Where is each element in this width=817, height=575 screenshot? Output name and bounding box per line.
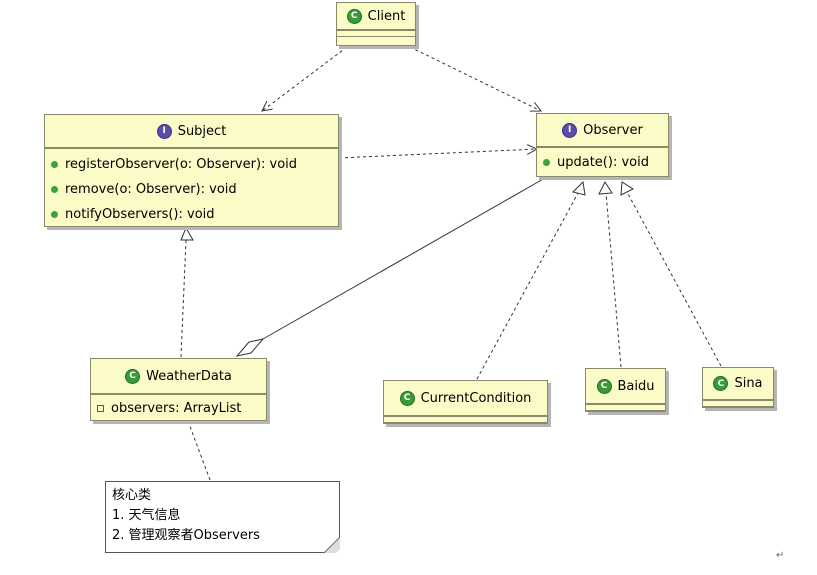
dependency-client-subject	[262, 46, 348, 111]
method-row[interactable]: remove(o: Observer): void	[45, 177, 338, 202]
interface-icon: I	[156, 123, 172, 139]
interface-icon: I	[562, 122, 578, 138]
realization-triangle-currentcondition	[572, 180, 586, 196]
interface-subject[interactable]: I Subject registerObserver(o: Observer):…	[44, 114, 339, 227]
class-baidu[interactable]: C Baidu	[585, 368, 666, 412]
class-name: Sina	[734, 376, 763, 391]
class-name: Client	[367, 8, 406, 24]
private-field-icon	[97, 404, 104, 412]
public-method-icon	[543, 158, 550, 166]
realization-weatherdata-subject	[180, 239, 187, 358]
method-row[interactable]: update(): void	[537, 148, 668, 176]
method-signature: remove(o: Observer): void	[65, 182, 237, 197]
note-line: 2. 管理观察者Observers	[112, 528, 260, 543]
interface-name: Observer	[583, 122, 643, 138]
class-icon: C	[346, 8, 362, 24]
class-icon: C	[125, 368, 141, 384]
public-method-icon	[51, 186, 58, 193]
method-signature: update(): void	[557, 154, 649, 170]
method-signature: notifyObservers(): void	[65, 207, 215, 222]
note[interactable]: 核心类 1. 天气信息 2. 管理观察者Observers	[105, 481, 340, 553]
dependency-subject-observer	[338, 149, 537, 159]
realization-sina-observer	[626, 191, 722, 367]
method-signature: registerObserver(o: Observer): void	[65, 157, 298, 172]
class-name: Baidu	[617, 378, 655, 394]
note-link	[187, 420, 211, 481]
public-method-icon	[51, 161, 58, 168]
class-currentcondition[interactable]: C CurrentCondition	[383, 380, 548, 424]
note-fold-corner	[324, 537, 341, 554]
class-name: CurrentCondition	[420, 390, 532, 406]
interface-observer[interactable]: I Observer update(): void	[536, 113, 669, 177]
return-mark: ↵	[776, 550, 785, 561]
class-name: WeatherData	[146, 368, 232, 384]
dependency-client-observer	[409, 46, 541, 111]
field-signature: observers: ArrayList	[111, 400, 242, 416]
realization-currentcondition-observer	[476, 192, 579, 380]
realization-baidu-observer	[605, 192, 622, 368]
method-row[interactable]: notifyObservers(): void	[45, 202, 338, 227]
realization-triangle-subject	[180, 226, 194, 241]
class-icon: C	[596, 378, 612, 394]
note-line: 核心类	[112, 488, 152, 503]
class-weatherdata[interactable]: C WeatherData observers: ArrayList	[90, 358, 267, 421]
aggregation-weatherdata-observer	[262, 177, 546, 340]
class-icon: C	[713, 376, 729, 391]
field-row[interactable]: observers: ArrayList	[91, 395, 266, 421]
interface-name: Subject	[177, 123, 227, 139]
realization-triangle-baidu	[598, 180, 613, 195]
note-line: 1. 天气信息	[112, 508, 181, 523]
realization-triangle-sina	[620, 181, 635, 196]
class-client[interactable]: C Client	[336, 2, 416, 46]
class-sina[interactable]: C Sina	[702, 367, 774, 408]
class-icon: C	[399, 390, 415, 406]
aggregation-diamond	[235, 338, 265, 357]
method-row[interactable]: registerObserver(o: Observer): void	[45, 152, 338, 177]
public-method-icon	[51, 211, 58, 218]
